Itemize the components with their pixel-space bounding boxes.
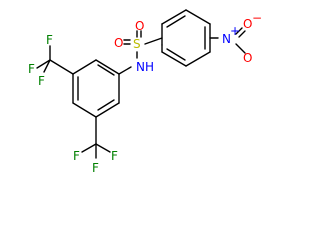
cf3-top-bonds: [36, 45, 74, 75]
nitro-plus-sign: +: [230, 24, 240, 38]
fluorine-bottom-3: F: [92, 161, 99, 175]
sulfonyl-oxygen-left: O: [114, 36, 123, 50]
right-ring: [161, 9, 211, 67]
bond-s-c: [144, 37, 163, 45]
nitro-minus-sign: −: [252, 11, 262, 25]
fluorine-bottom-2: F: [111, 149, 118, 163]
bond-c-n: [118, 66, 132, 75]
left-ring: [72, 59, 120, 118]
sulfonyl-oxygen-top: O: [135, 19, 144, 33]
fluorine-top-2: F: [38, 74, 45, 88]
fluorine-top-3: F: [46, 33, 53, 47]
sulfonyl-bonds: [123, 30, 142, 45]
structure-diagram: NH S O O N + O − O F F F F F F: [28, 9, 262, 175]
sulfur-label: S: [133, 37, 141, 51]
fluorine-bottom-1: F: [73, 149, 80, 163]
nitro-bonds: [209, 27, 246, 54]
nitro-nitrogen: N: [222, 32, 231, 46]
molecule-svg: NH S O O N + O − O F F F F F F: [28, 9, 262, 175]
fluorine-top-1: F: [28, 62, 35, 76]
nh-label: NH: [136, 60, 154, 74]
nitro-oxygen-minus: O: [243, 17, 252, 31]
nitro-oxygen: O: [243, 51, 252, 65]
cf3-bottom-bonds: [81, 116, 111, 159]
